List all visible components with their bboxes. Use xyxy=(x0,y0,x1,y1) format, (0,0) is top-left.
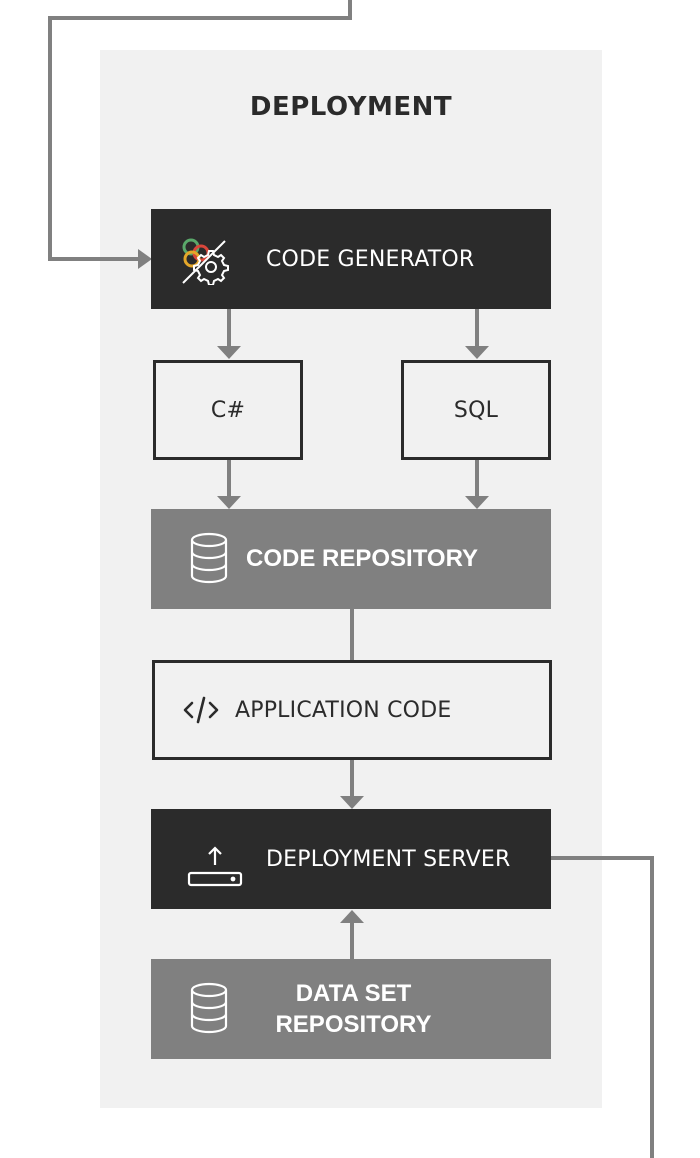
csharp-node: C# xyxy=(153,360,303,460)
database-icon xyxy=(190,982,228,1034)
arrowhead-sql xyxy=(465,346,489,359)
data-set-repository-label-line1: DATA SET xyxy=(295,980,412,1007)
incoming-connector xyxy=(48,0,352,261)
arrowhead-repo-right xyxy=(465,496,489,509)
data-set-repository-label: DATA SET REPOSITORY xyxy=(256,978,451,1040)
diagram-title: DEPLOYMENT xyxy=(249,92,453,122)
code-repository-node: CODE REPOSITORY xyxy=(151,509,551,609)
application-code-node: APPLICATION CODE xyxy=(152,660,552,760)
code-brackets-icon xyxy=(183,696,219,724)
arrowhead-incoming xyxy=(138,249,152,269)
sql-node: SQL xyxy=(401,360,551,460)
deployment-server-label: DEPLOYMENT SERVER xyxy=(266,846,511,872)
csharp-label: C# xyxy=(210,397,246,423)
data-set-repository-label-line2: REPOSITORY xyxy=(275,1011,432,1038)
arrowhead-server-top xyxy=(340,796,364,809)
server-upload-icon xyxy=(187,846,243,887)
code-generator-label: CODE GENERATOR xyxy=(266,246,475,272)
arrowhead-server-bottom xyxy=(340,910,364,923)
arrowhead-repo-left xyxy=(217,496,241,509)
data-set-repository-node: DATA SET REPOSITORY xyxy=(151,959,551,1059)
code-repository-label: CODE REPOSITORY xyxy=(246,545,479,572)
deployment-server-node: DEPLOYMENT SERVER xyxy=(151,809,551,909)
database-icon xyxy=(190,532,228,584)
application-code-label: APPLICATION CODE xyxy=(235,697,452,723)
sql-label: SQL xyxy=(453,397,499,423)
arrowhead-csharp xyxy=(217,346,241,359)
outgoing-connector xyxy=(551,856,654,1158)
code-generator-node: CODE GENERATOR xyxy=(151,209,551,309)
gear-palette-icon xyxy=(182,238,229,285)
